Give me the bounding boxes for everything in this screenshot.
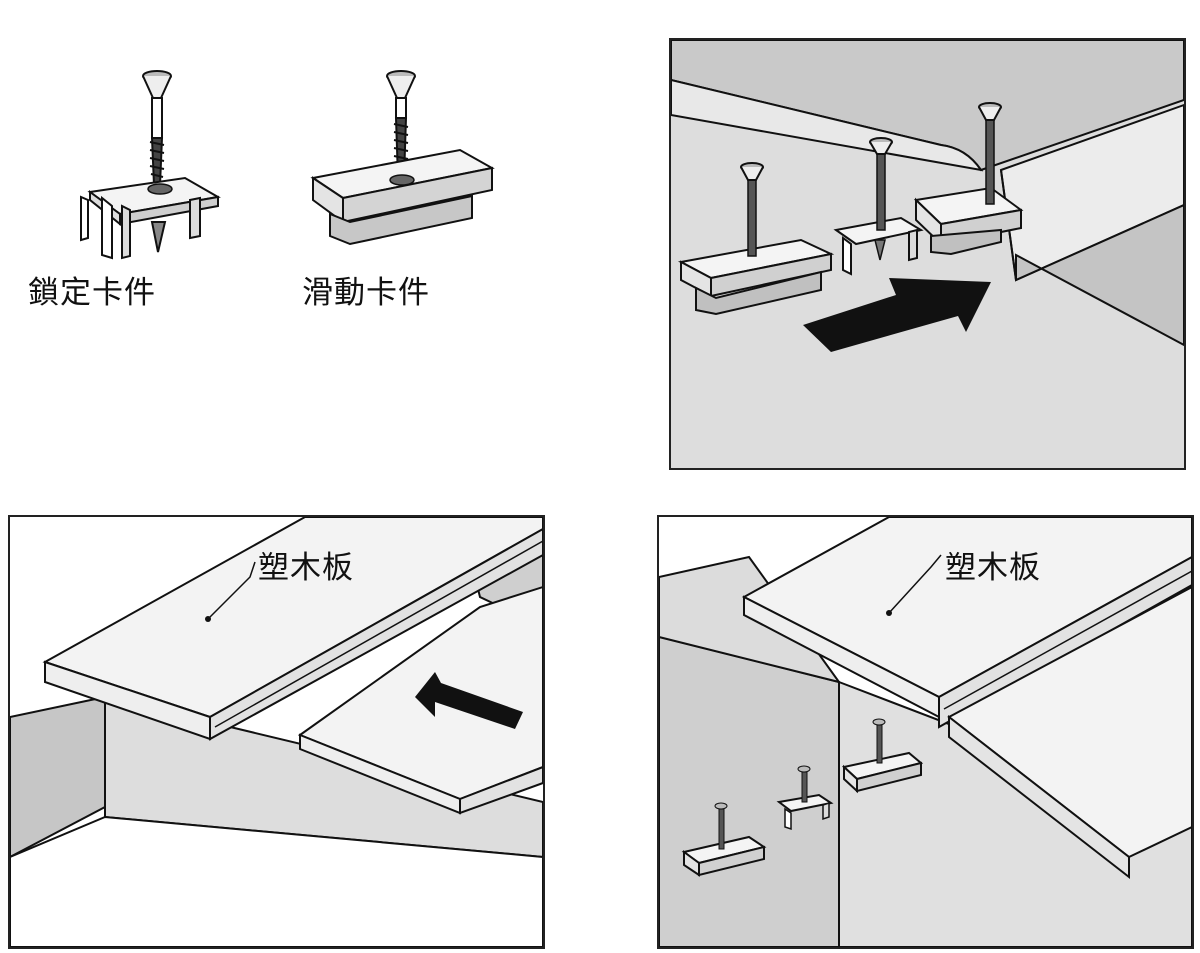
- locking-clip-label: 鎖定卡件: [28, 275, 156, 311]
- locking-clip-screw: [142, 70, 172, 186]
- clip-illustrations: [80, 70, 495, 260]
- board-laying-illustration: [10, 517, 543, 947]
- joist-clips-illustration: [659, 517, 1192, 947]
- direction-arrow: [803, 278, 991, 352]
- clip-types-panel: 鎖定卡件 滑動卡件: [0, 0, 560, 330]
- board-laying-panel: 塑木板: [8, 515, 545, 949]
- sliding-clip-label: 滑動卡件: [302, 275, 430, 311]
- joist-clips-panel: 塑木板: [657, 515, 1194, 949]
- direction-arrow: [415, 672, 523, 729]
- board-label: 塑木板: [258, 550, 354, 586]
- sliding-clip-body: [310, 148, 495, 246]
- clip-installation-panel: [669, 38, 1186, 470]
- board-label: 塑木板: [945, 550, 1041, 586]
- installation-illustration: [671, 40, 1184, 468]
- locking-clip-body: [80, 176, 221, 260]
